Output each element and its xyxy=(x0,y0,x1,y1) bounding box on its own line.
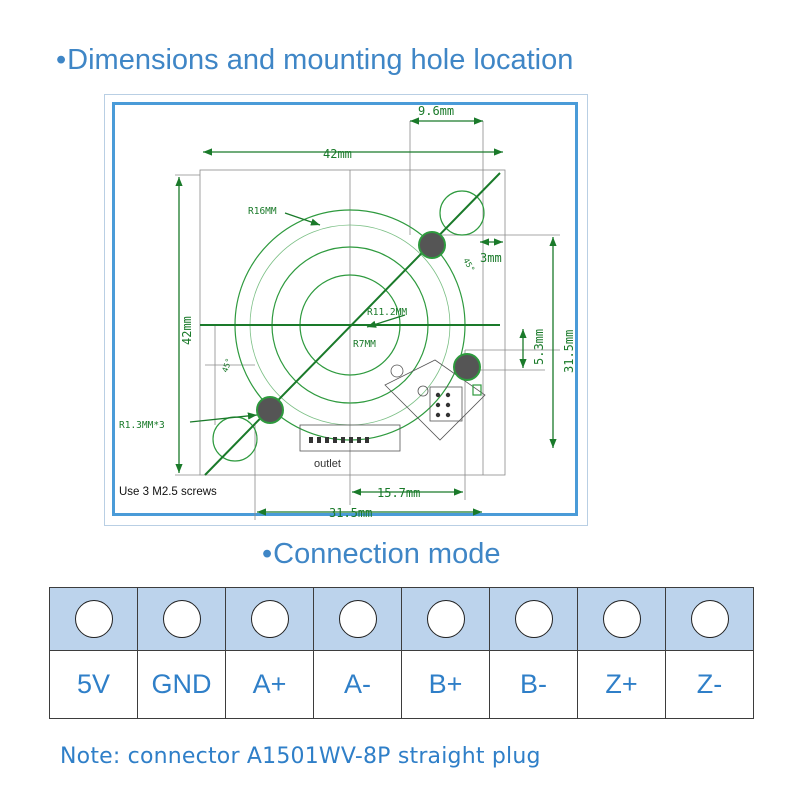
mounting-hole-right xyxy=(453,353,481,381)
dimensions-heading: •Dimensions and mounting hole location xyxy=(56,44,573,77)
label-height-left: 42mm xyxy=(180,316,194,345)
label-bottom-outer: 31.5mm xyxy=(329,506,372,520)
corner-circle-bottom xyxy=(212,416,258,462)
board-outline xyxy=(199,169,506,476)
pin-hole-icon xyxy=(74,600,113,638)
pin-label-b-plus: B+ xyxy=(401,650,490,719)
pin-hole-cell xyxy=(401,587,490,651)
pin-hole-cell xyxy=(489,587,578,651)
label-height-right: 31.5mm xyxy=(562,330,576,373)
pin-label-b-minus: B- xyxy=(489,650,578,719)
pin-label-z-plus: Z+ xyxy=(577,650,666,719)
dimension-drawing: 9.6mm 42mm 42mm 31.5mm 5.3mm 3mm 15.7mm … xyxy=(119,104,576,520)
pin-label-z-minus: Z- xyxy=(665,650,754,719)
pin-hole-icon xyxy=(338,600,377,638)
label-offset-53: 5.3mm xyxy=(532,329,546,365)
mounting-hole-top xyxy=(418,231,446,259)
label-offset-top: 9.6mm xyxy=(418,104,454,118)
connector-outline xyxy=(384,359,486,441)
diagonal-center-line xyxy=(204,172,501,476)
connection-heading: •Connection mode xyxy=(262,538,500,571)
pin-label-5v: 5V xyxy=(49,650,138,719)
connection-title: Connection mode xyxy=(273,538,501,570)
outlet-connector xyxy=(299,424,401,452)
label-angle-right: 45° xyxy=(461,257,476,274)
label-screws-note: Use 3 M2.5 screws xyxy=(119,486,217,498)
pin-hole-row xyxy=(49,587,754,651)
pin-hole-cell xyxy=(665,587,754,651)
pin-hole-icon xyxy=(426,600,465,638)
label-bottom-inner: 15.7mm xyxy=(377,486,420,500)
label-outlet: outlet xyxy=(314,458,341,470)
label-angle-left: 45° xyxy=(220,357,233,374)
dimension-drawing-frame: 9.6mm 42mm 42mm 31.5mm 5.3mm 3mm 15.7mm … xyxy=(104,94,588,526)
pin-label-a-minus: A- xyxy=(313,650,402,719)
bullet: • xyxy=(56,44,67,76)
pin-hole-icon xyxy=(162,600,201,638)
pin-hole-cell xyxy=(225,587,314,651)
pin-hole-cell xyxy=(577,587,666,651)
pin-hole-icon xyxy=(602,600,641,638)
mounting-hole-left xyxy=(256,396,284,424)
pin-hole-cell xyxy=(313,587,402,651)
connector-pads xyxy=(429,386,463,422)
pin-hole-cell xyxy=(137,587,226,651)
label-radius-outer: R16MM xyxy=(248,206,277,217)
connector-note: Note: connector A1501WV-8P straight plug xyxy=(60,744,541,769)
corner-circle-top xyxy=(439,190,485,236)
pin-hole-icon xyxy=(690,600,729,638)
pin-hole-icon xyxy=(250,600,289,638)
bullet: • xyxy=(262,538,273,570)
pin-label-a-plus: A+ xyxy=(225,650,314,719)
label-radius-mid: R11.2MM xyxy=(367,307,407,318)
pin-hole-icon xyxy=(514,600,553,638)
pin-hole-cell xyxy=(49,587,138,651)
pin-label-gnd: GND xyxy=(137,650,226,719)
pin-table: 5V GND A+ A- B+ B- Z+ Z- xyxy=(49,587,754,719)
label-hole-radius: R1.3MM*3 xyxy=(119,420,165,431)
label-width-top: 42mm xyxy=(323,147,352,161)
label-offset-3: 3mm xyxy=(480,251,502,265)
pin-label-row: 5V GND A+ A- B+ B- Z+ Z- xyxy=(49,650,754,719)
label-radius-inner: R7MM xyxy=(353,339,376,350)
dimensions-title: Dimensions and mounting hole location xyxy=(67,44,574,76)
